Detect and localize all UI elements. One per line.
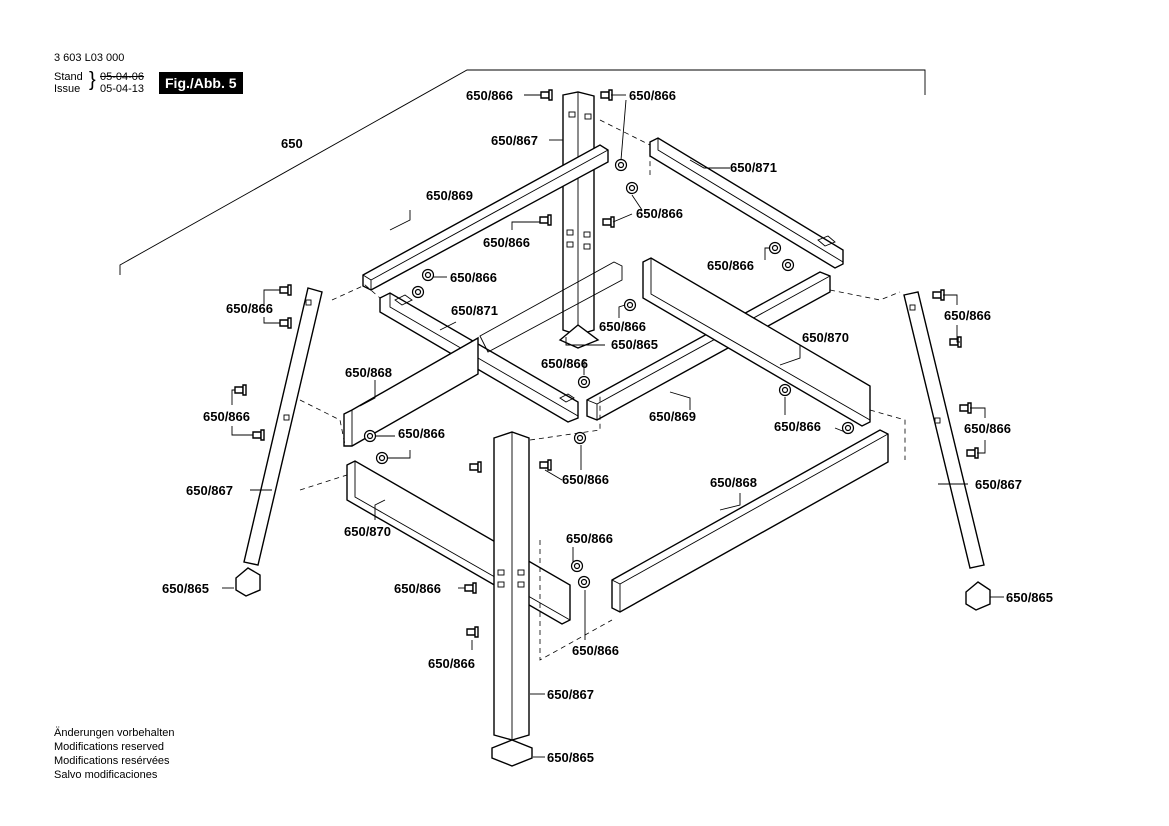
left-leg — [243, 287, 323, 566]
label-867: 650/867 — [975, 477, 1022, 492]
note-line: Modifications reserved — [54, 741, 165, 753]
rail-868-lower — [611, 429, 889, 613]
label-865: 650/865 — [1006, 590, 1053, 605]
back-leg — [562, 91, 595, 336]
assembly-bracket-line — [119, 69, 926, 275]
label-871: 650/871 — [451, 303, 498, 318]
label-866: 650/866 — [707, 258, 754, 273]
part-labels: 650 650/866 650/866 650/867 650/871 650/… — [162, 88, 1053, 765]
issue-label: Issue — [54, 83, 81, 95]
document-number: 3 603 L03 000 — [54, 52, 125, 64]
label-865: 650/865 — [547, 750, 594, 765]
label-866: 650/866 — [466, 88, 513, 103]
label-866: 650/866 — [944, 308, 991, 323]
label-867: 650/867 — [547, 687, 594, 702]
footer-notes: Änderungen vorbehalten Modifications res… — [54, 726, 174, 782]
note-line: Änderungen vorbehalten — [54, 727, 175, 739]
label-866: 650/866 — [483, 235, 530, 250]
label-866: 650/866 — [599, 319, 646, 334]
label-871: 650/871 — [730, 160, 777, 175]
label-869: 650/869 — [426, 188, 473, 203]
rail-868-left — [343, 336, 479, 447]
front-foot — [491, 739, 533, 767]
label-865: 650/865 — [611, 337, 658, 352]
left-foot — [235, 567, 261, 597]
label-866: 650/866 — [428, 656, 475, 671]
label-866: 650/866 — [566, 531, 613, 546]
label-866: 650/866 — [541, 356, 588, 371]
label-867: 650/867 — [186, 483, 233, 498]
label-866: 650/866 — [562, 472, 609, 487]
label-866: 650/866 — [226, 301, 273, 316]
label-650: 650 — [281, 136, 303, 151]
leader-lines — [222, 94, 1004, 758]
rail-870-right — [642, 257, 871, 427]
stand-date: 05-04-06 — [100, 71, 145, 83]
note-line: Modifications resérvées — [54, 755, 170, 767]
label-866: 650/866 — [964, 421, 1011, 436]
figure-label: Fig./Abb. 5 — [159, 72, 243, 94]
label-870: 650/870 — [344, 524, 391, 539]
note-line: Salvo modificaciones — [54, 769, 158, 781]
issue-date: 05-04-13 — [100, 83, 145, 95]
right-leg — [903, 291, 985, 569]
label-870: 650/870 — [802, 330, 849, 345]
label-869: 650/869 — [649, 409, 696, 424]
label-868: 650/868 — [710, 475, 757, 490]
label-866: 650/866 — [636, 206, 683, 221]
rail-871-upper — [649, 137, 844, 269]
label-866: 650/866 — [394, 581, 441, 596]
rail-871-middle — [379, 292, 579, 423]
label-868: 650/868 — [345, 365, 392, 380]
front-leg — [493, 431, 530, 741]
assembly-dashed-lines — [299, 119, 906, 661]
date-brace: } — [89, 69, 96, 91]
label-867: 650/867 — [491, 133, 538, 148]
label-866: 650/866 — [203, 409, 250, 424]
label-866: 650/866 — [450, 270, 497, 285]
stand-label: Stand — [54, 71, 83, 83]
label-866: 650/866 — [629, 88, 676, 103]
label-865: 650/865 — [162, 581, 209, 596]
label-866: 650/866 — [774, 419, 821, 434]
bolt-parts — [234, 89, 979, 638]
label-866: 650/866 — [398, 426, 445, 441]
label-866: 650/866 — [572, 643, 619, 658]
right-foot — [965, 581, 991, 611]
rail-870-lower — [346, 460, 571, 625]
rail-869-upper — [362, 144, 609, 291]
